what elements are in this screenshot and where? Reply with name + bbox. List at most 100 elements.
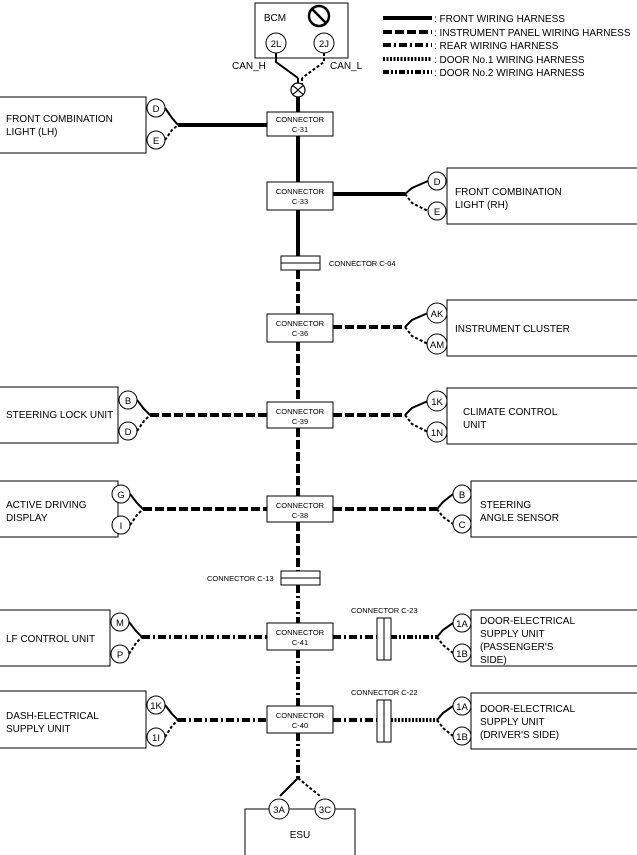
connector-c23-label: CONNECTOR C-23	[351, 606, 418, 615]
door-pass-line3: (PASSENGER'S	[480, 642, 554, 653]
connector-c31: CONNECTOR C-31	[266, 111, 334, 137]
fcl-rh-line1: FRONT COMBINATION	[455, 187, 562, 198]
bcm-module: BCM 2L 2J CAN_H CAN_L	[232, 2, 363, 72]
connector-c40: CONNECTOR C-40	[266, 705, 334, 734]
door-pass-pin1: 1A	[456, 619, 468, 630]
add-pin1: G	[117, 490, 124, 501]
steering-angle-pin2: C	[459, 520, 466, 531]
connector-c23: CONNECTOR C-23	[351, 606, 418, 661]
dash-esu-line2: SUPPLY UNIT	[6, 724, 71, 735]
connector-c13: CONNECTOR C-13	[207, 570, 321, 586]
connector-c40-line2: C-40	[292, 721, 308, 730]
module-active-driving-display: ACTIVE DRIVING DISPLAY G I	[0, 480, 267, 538]
esu-label: ESU	[290, 830, 311, 841]
climate-pin2: 1N	[431, 428, 443, 439]
connector-c39-line2: C-39	[292, 417, 308, 426]
can-h-label: CAN_H	[232, 61, 266, 72]
climate-line2: UNIT	[463, 420, 486, 431]
bcm-twisted-pair	[275, 53, 325, 98]
module-steering-lock-unit: STEERING LOCK UNIT B D	[0, 386, 267, 444]
connector-c36-line1: CONNECTOR	[276, 319, 325, 328]
cluster-pin2: AM	[430, 340, 444, 351]
door-pass-line2: SUPPLY UNIT	[480, 629, 545, 640]
legend-rear-label: : REAR WIRING HARNESS	[434, 41, 559, 52]
connector-c22: CONNECTOR C-22	[351, 688, 418, 743]
connector-c22-label: CONNECTOR C-22	[351, 688, 418, 697]
door-drv-line1: DOOR-ELECTRICAL	[480, 704, 575, 715]
connector-c38-line1: CONNECTOR	[276, 501, 325, 510]
steering-angle-pin1: B	[459, 490, 465, 501]
connector-c40-line1: CONNECTOR	[276, 711, 325, 720]
connector-c33: CONNECTOR C-33	[266, 181, 334, 211]
bcm-pin-2l-label: 2L	[271, 39, 282, 50]
add-line1: ACTIVE DRIVING	[6, 500, 87, 511]
legend-door2-label: : DOOR No.2 WIRING HARNESS	[434, 68, 585, 79]
fcl-rh-pin2: E	[434, 207, 440, 218]
lf-control-pin2: P	[117, 650, 123, 661]
connector-c31-line1: CONNECTOR	[276, 115, 325, 124]
connector-c38-line2: C-38	[292, 511, 308, 520]
cluster-line1: INSTRUMENT CLUSTER	[455, 324, 570, 335]
steering-angle-line2: ANGLE SENSOR	[480, 513, 559, 524]
module-dash-electrical-supply-unit: DASH-ELECTRICAL SUPPLY UNIT 1K 1I	[0, 690, 267, 749]
door-drv-pin1: 1A	[456, 702, 468, 713]
door-drv-line3: (DRIVER'S SIDE)	[480, 730, 559, 741]
fcl-rh-pin1: D	[434, 177, 441, 188]
module-door-esu-passenger: 1A 1B DOOR-ELECTRICAL SUPPLY UNIT (PASSE…	[333, 609, 637, 667]
connector-c36: CONNECTOR C-36	[266, 313, 334, 343]
connector-c33-line2: C-33	[292, 197, 308, 206]
lf-control-line1: LF CONTROL UNIT	[6, 634, 95, 645]
connector-c13-label: CONNECTOR C-13	[207, 574, 274, 583]
esu-pin2: 3C	[319, 805, 331, 816]
fcl-lh-pin1: D	[153, 104, 160, 115]
module-lf-control-unit: LF CONTROL UNIT M P	[0, 609, 267, 667]
legend: : FRONT WIRING HARNESS : INSTRUMENT PANE…	[383, 14, 631, 79]
steering-lock-line1: STEERING LOCK UNIT	[6, 410, 113, 421]
connector-c31-line2: C-31	[292, 125, 308, 134]
door-drv-pin2: 1B	[456, 732, 468, 743]
climate-pin1: 1K	[431, 397, 443, 408]
esu-pin1: 3A	[273, 805, 285, 816]
connector-c38: CONNECTOR C-38	[266, 495, 334, 523]
module-esu: 3A 3C ESU	[244, 777, 356, 855]
cluster-pin1: AK	[431, 309, 444, 320]
bcm-pin-2j-label: 2J	[319, 39, 329, 50]
dash-esu-line1: DASH-ELECTRICAL	[6, 711, 99, 722]
add-line2: DISPLAY	[6, 513, 48, 524]
door-pass-pin2: 1B	[456, 649, 468, 660]
legend-door1-label: : DOOR No.1 WIRING HARNESS	[434, 55, 585, 66]
connector-c36-line2: C-36	[292, 329, 308, 338]
fcl-lh-line1: FRONT COMBINATION	[6, 114, 113, 125]
lf-control-pin1: M	[116, 618, 124, 629]
door-pass-line4: SIDE)	[480, 655, 507, 666]
connector-c39: CONNECTOR C-39	[266, 401, 334, 429]
connector-c41-line1: CONNECTOR	[276, 628, 325, 637]
connector-c41: CONNECTOR C-41	[266, 622, 334, 651]
prohibit-icon	[307, 4, 331, 28]
bcm-title: BCM	[264, 13, 286, 24]
connector-c04: CONNECTOR C-04	[280, 255, 396, 271]
steering-lock-pin2: D	[125, 427, 132, 438]
module-door-esu-driver: 1A 1B DOOR-ELECTRICAL SUPPLY UNIT (DRIVE…	[333, 692, 637, 750]
door-drv-line2: SUPPLY UNIT	[480, 717, 545, 728]
module-front-combination-light-rh: D E FRONT COMBINATION LIGHT (RH)	[333, 167, 637, 225]
dash-esu-pin2: 1I	[152, 733, 160, 744]
module-steering-angle-sensor: B C STEERING ANGLE SENSOR	[333, 480, 637, 538]
steering-angle-line1: STEERING	[480, 500, 531, 511]
legend-ip-label: : INSTRUMENT PANEL WIRING HARNESS	[434, 28, 631, 39]
add-pin2: I	[120, 521, 123, 532]
connector-c04-label: CONNECTOR C-04	[329, 259, 396, 268]
connector-c39-line1: CONNECTOR	[276, 407, 325, 416]
fcl-lh-pin2: E	[153, 136, 159, 147]
can-l-label: CAN_L	[330, 61, 363, 72]
connector-c33-line1: CONNECTOR	[276, 187, 325, 196]
legend-front-label: : FRONT WIRING HARNESS	[434, 14, 565, 25]
module-instrument-cluster: AK AM INSTRUMENT CLUSTER	[333, 299, 637, 357]
steering-lock-pin1: B	[125, 396, 131, 407]
twist-icon	[290, 82, 306, 98]
module-front-combination-light-lh: FRONT COMBINATION LIGHT (LH) D E	[0, 96, 267, 154]
fcl-lh-line2: LIGHT (LH)	[6, 127, 58, 138]
door-pass-line1: DOOR-ELECTRICAL	[480, 616, 575, 627]
module-climate-control-unit: 1K 1N CLIMATE CONTROL UNIT	[333, 387, 637, 445]
